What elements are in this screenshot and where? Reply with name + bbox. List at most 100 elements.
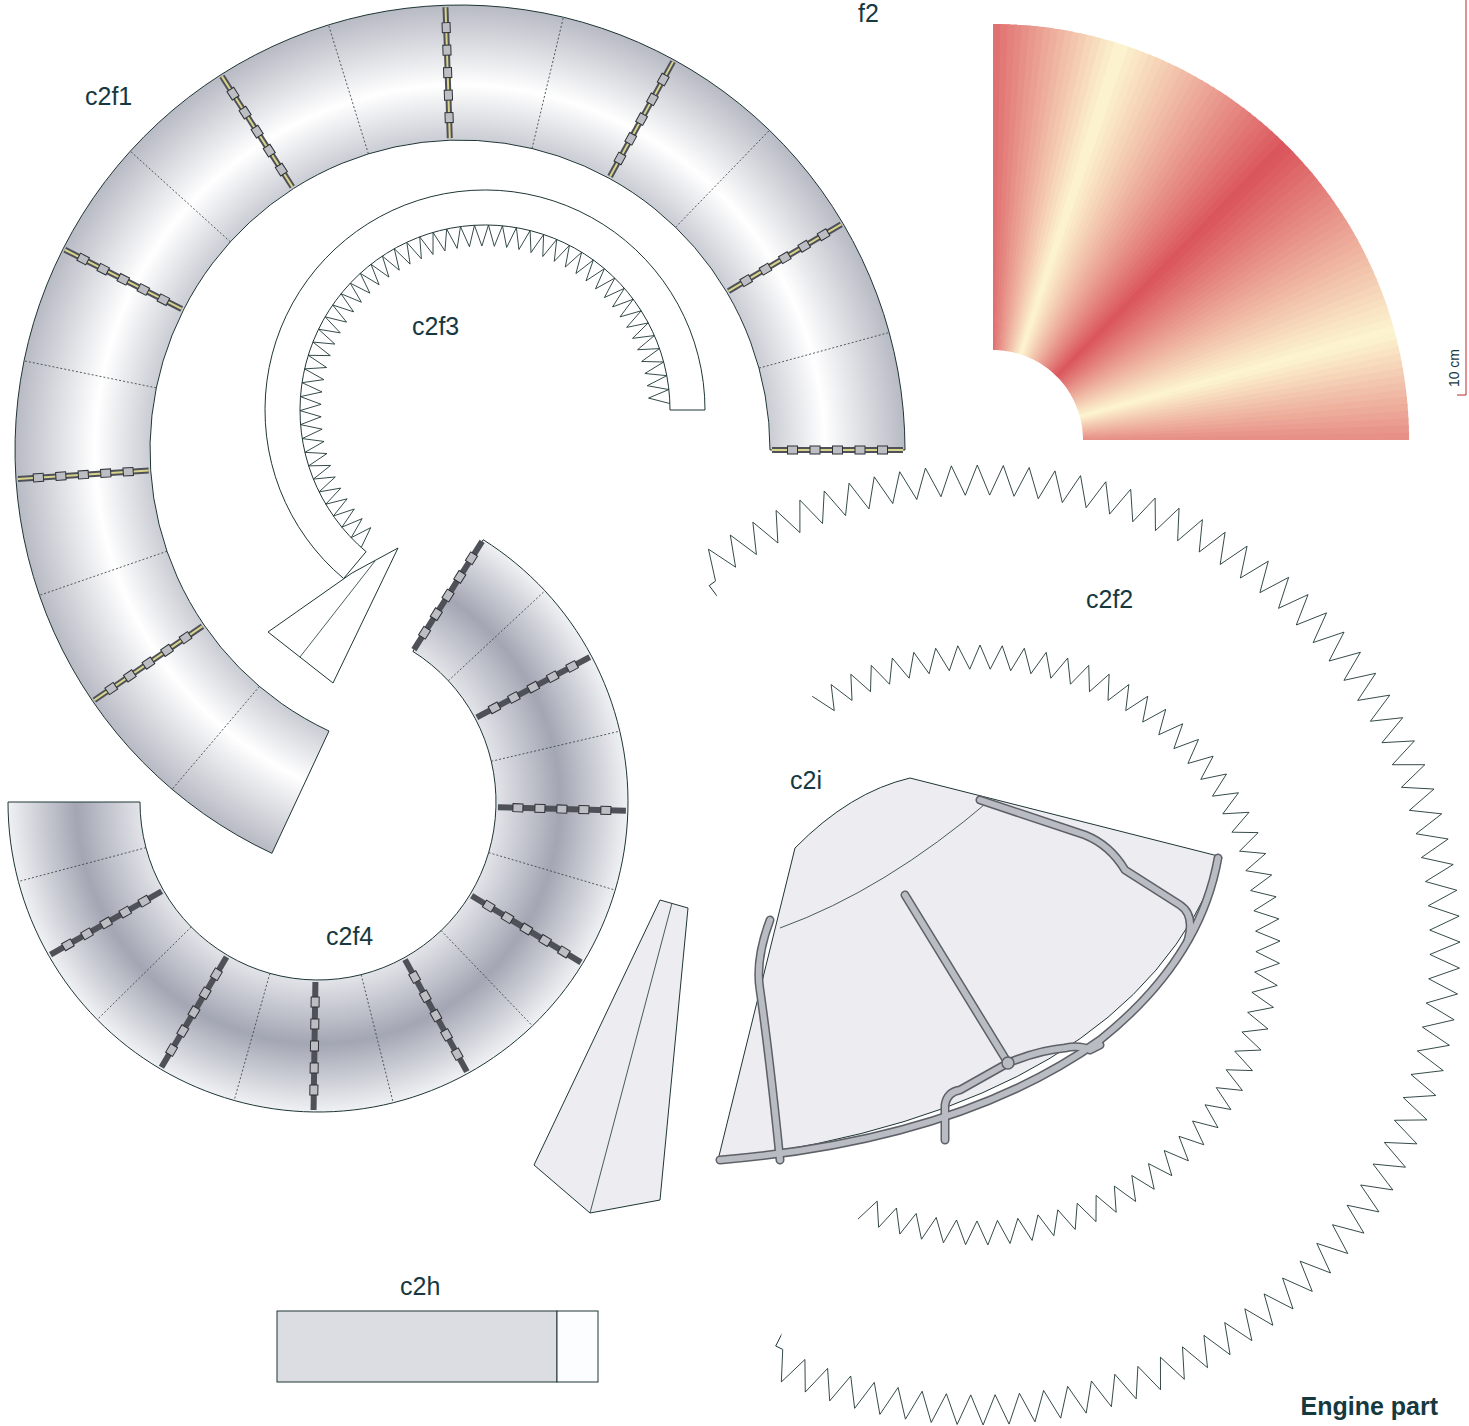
tab-slot [798,240,811,252]
scale-bar [1457,0,1466,395]
tab-slot [855,446,865,454]
tab-slot [779,252,792,264]
tab-slot [445,113,453,123]
tab-slot [179,632,192,644]
tab-slot [310,1041,318,1051]
c2f3-teeth [300,225,670,547]
tab-slot [101,469,112,478]
tab-slot [454,571,466,584]
tab-slot [142,657,155,669]
tab-slot [97,263,110,275]
part-name: c2f1 [85,82,132,111]
c2h-strip [277,1311,598,1382]
tab-slot [566,661,579,673]
tab-slot [601,806,611,814]
tab-slot [56,472,67,481]
glue-tab [772,447,903,453]
tab-slot [636,113,648,126]
tab-slot [311,997,319,1007]
fold-line [39,551,167,595]
c2f2-teeth [708,465,1460,1425]
glue-tab [472,896,581,963]
fold-line [329,25,369,154]
tab-slot [310,1063,318,1073]
tab-slot [442,589,454,602]
tab-slot [520,923,533,935]
c2f4-folds [18,541,626,1110]
tab-slot [119,906,132,918]
tab-slot [81,928,94,940]
glue-teeth [300,225,670,547]
glue-tab [728,224,841,291]
tab-slot [465,552,477,565]
tab-slot [188,1006,200,1019]
c2f4-ring [8,540,628,1112]
tab-slot [488,702,501,714]
tab-slot [62,939,75,951]
tab-slot [311,1019,319,1029]
fold-line [759,332,889,368]
fold-line [441,931,532,1026]
tab-slot [199,987,211,1000]
tab-slot [833,446,843,454]
tab-slot [137,284,150,296]
tab-slot [409,971,421,984]
glue-tab-edge [94,626,202,700]
part-name: c2i [790,766,822,795]
fold-line [489,853,616,891]
tab-slot [210,968,222,981]
glue-tab-edge [222,76,292,186]
glue-tab-edge [610,62,673,177]
tab-slot [878,446,888,454]
tab-slot [227,87,239,100]
tab-slot [442,23,450,33]
glue-tab [414,541,482,649]
tab-slot [166,1044,178,1057]
fold-line [97,927,191,1020]
part-name: c2h [400,1272,440,1301]
tab-slot [77,253,90,265]
tab-slot [443,68,451,78]
tab-slot [535,804,545,812]
tab-slot [740,275,753,287]
glue-tab [610,62,673,177]
glue-tab [161,957,226,1067]
sector-stripe [1083,433,1409,440]
fold-line [448,591,545,681]
glue-tab [477,657,590,717]
tab-slot [263,144,275,157]
tab-slot [788,446,798,454]
tab-slot [78,470,89,479]
glue-tab-edge [65,250,182,309]
glue-tab [94,626,202,700]
tab-slot [501,912,514,924]
tab-slot [451,1048,463,1061]
tab-slot [482,900,495,912]
scale-label: 10 cm [1446,345,1462,391]
part-name: c2f3 [412,312,459,341]
tab-slot [614,152,626,165]
f2-sector [993,24,1409,440]
tab-slot [310,1085,318,1095]
tab-slot [157,294,170,306]
tab-slot [105,682,118,694]
tab-slot [275,163,287,176]
tab-slot [123,670,136,682]
fold-line [24,361,156,388]
tab-slot [527,681,540,693]
c2f3-ring [265,190,705,579]
tab-slot [443,45,451,55]
tab-slot [513,804,523,812]
tab-slot [539,934,552,946]
glue-tab [51,891,162,954]
tab-slot [625,132,637,145]
part-name: f2 [858,0,879,28]
fold-line [491,731,620,761]
fold-line [532,17,563,148]
part-name: c2f4 [326,922,373,951]
tab-slot [810,446,820,454]
tab-slot [100,917,113,929]
tab-slot [430,608,442,621]
